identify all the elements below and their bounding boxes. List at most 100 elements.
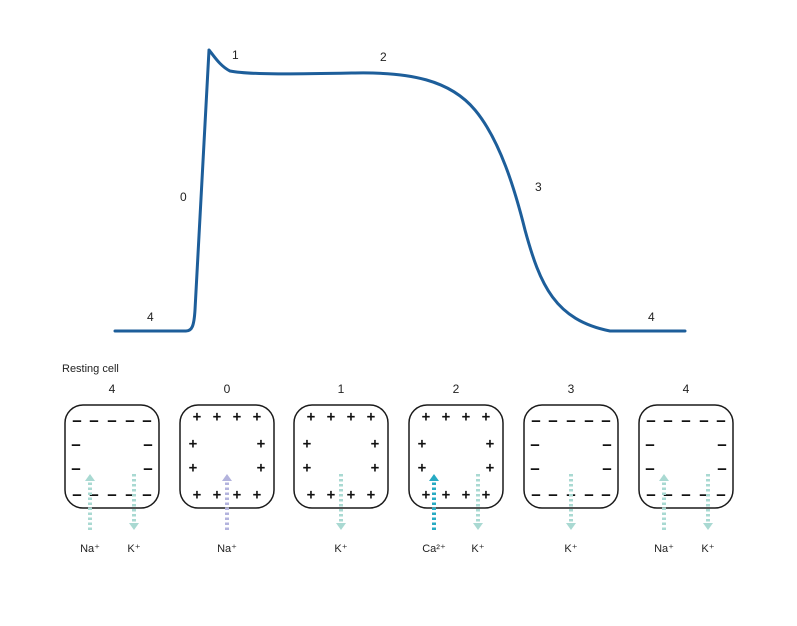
positive-charge: + <box>486 460 494 476</box>
negative-charge: – <box>585 487 594 503</box>
negative-charge: – <box>143 487 152 503</box>
positive-charge: + <box>442 487 450 503</box>
phase-label-0: 0 <box>180 190 187 204</box>
positive-charge: + <box>462 487 470 503</box>
negative-charge: – <box>602 487 611 503</box>
negative-charge: – <box>567 413 576 429</box>
charge-marks: –––––––––––––– <box>72 413 153 503</box>
ion-label: Na⁺ <box>654 543 674 555</box>
negative-charge: – <box>646 461 655 477</box>
positive-charge: + <box>442 409 450 425</box>
positive-charge: + <box>193 487 201 503</box>
ion-label: K⁺ <box>334 543 347 555</box>
positive-charge: + <box>371 436 379 452</box>
negative-charge: – <box>717 487 726 503</box>
negative-charge: – <box>647 413 656 429</box>
ion-label: K⁺ <box>471 543 484 555</box>
positive-charge: + <box>303 460 311 476</box>
ion-arrow-efflux <box>473 474 483 530</box>
negative-charge: – <box>531 461 540 477</box>
cell-label: 0 <box>224 382 231 396</box>
negative-charge: – <box>90 413 99 429</box>
positive-charge: + <box>257 460 265 476</box>
positive-charge: + <box>307 487 315 503</box>
positive-charge: + <box>367 487 375 503</box>
negative-charge: – <box>144 437 153 453</box>
ion-arrow-influx-head <box>222 474 232 481</box>
ion-arrow-influx-head <box>659 474 669 481</box>
ion-arrow-influx <box>222 474 232 530</box>
negative-charge: – <box>700 487 709 503</box>
cell-membrane <box>293 404 389 509</box>
negative-charge: – <box>90 487 99 503</box>
negative-charge: – <box>717 413 726 429</box>
positive-charge: + <box>307 409 315 425</box>
negative-charge: – <box>72 437 81 453</box>
positive-charge: + <box>327 487 335 503</box>
charge-marks: ++++++++++++ <box>418 409 494 503</box>
cell-label: 1 <box>338 382 345 396</box>
negative-charge: – <box>144 461 153 477</box>
cell-label: 4 <box>683 382 690 396</box>
cell-phase-3-4: 3––––––––––––––K⁺ <box>523 382 619 555</box>
ion-label: K⁺ <box>564 543 577 555</box>
negative-charge: – <box>73 487 82 503</box>
phase-label-4-right: 4 <box>648 310 655 324</box>
negative-charge: – <box>603 461 612 477</box>
ion-label: Ca²⁺ <box>422 543 446 555</box>
negative-charge: – <box>73 413 82 429</box>
positive-charge: + <box>418 436 426 452</box>
positive-charge: + <box>257 436 265 452</box>
cell-phase-0-1: 0++++++++++++Na⁺ <box>179 382 275 555</box>
negative-charge: – <box>531 437 540 453</box>
negative-charge: – <box>126 413 135 429</box>
ion-arrow-efflux <box>703 474 713 530</box>
negative-charge: – <box>72 461 81 477</box>
negative-charge: – <box>108 413 117 429</box>
charge-marks: –––––––––––––– <box>646 413 727 503</box>
action-potential-curve <box>113 48 687 333</box>
positive-charge: + <box>189 436 197 452</box>
charge-marks: ++++++++++++ <box>189 409 265 503</box>
ion-arrow-efflux-head <box>566 523 576 530</box>
positive-charge: + <box>213 409 221 425</box>
positive-charge: + <box>482 409 490 425</box>
negative-charge: – <box>664 413 673 429</box>
cell-membrane <box>638 404 734 509</box>
negative-charge: – <box>126 487 135 503</box>
positive-charge: + <box>422 409 430 425</box>
negative-charge: – <box>603 437 612 453</box>
positive-charge: + <box>233 487 241 503</box>
negative-charge: – <box>718 461 727 477</box>
ion-label: Na⁺ <box>80 543 100 555</box>
negative-charge: – <box>143 413 152 429</box>
action-potential-curve-group: 1 2 0 3 4 4 <box>113 48 687 333</box>
ion-arrow-efflux <box>566 474 576 530</box>
positive-charge: + <box>189 460 197 476</box>
cell-membrane <box>64 404 160 509</box>
positive-charge: + <box>462 409 470 425</box>
negative-charge: – <box>602 413 611 429</box>
negative-charge: – <box>549 487 558 503</box>
negative-charge: – <box>664 487 673 503</box>
positive-charge: + <box>233 409 241 425</box>
ion-label: K⁺ <box>701 543 714 555</box>
ion-arrow-efflux <box>336 474 346 530</box>
phase-label-3: 3 <box>535 180 542 194</box>
negative-charge: – <box>532 487 541 503</box>
cell-diagrams: 4––––––––––––––Na⁺K⁺0++++++++++++Na⁺1+++… <box>64 382 734 555</box>
cell-phase-4-5: 4 –––––––––––––– Na⁺ K⁺ <box>638 382 734 555</box>
negative-charge: – <box>700 413 709 429</box>
cell-membrane <box>523 404 619 509</box>
ion-arrow-influx <box>429 474 439 530</box>
positive-charge: + <box>371 460 379 476</box>
ion-arrow-efflux-head <box>336 523 346 530</box>
ion-arrow-influx <box>85 474 95 530</box>
positive-charge: + <box>486 436 494 452</box>
negative-charge: – <box>682 413 691 429</box>
negative-charge: – <box>646 437 655 453</box>
resting-cell-caption: Resting cell <box>62 363 119 375</box>
ion-label: K⁺ <box>127 543 140 555</box>
ion-arrow-efflux <box>129 474 139 530</box>
